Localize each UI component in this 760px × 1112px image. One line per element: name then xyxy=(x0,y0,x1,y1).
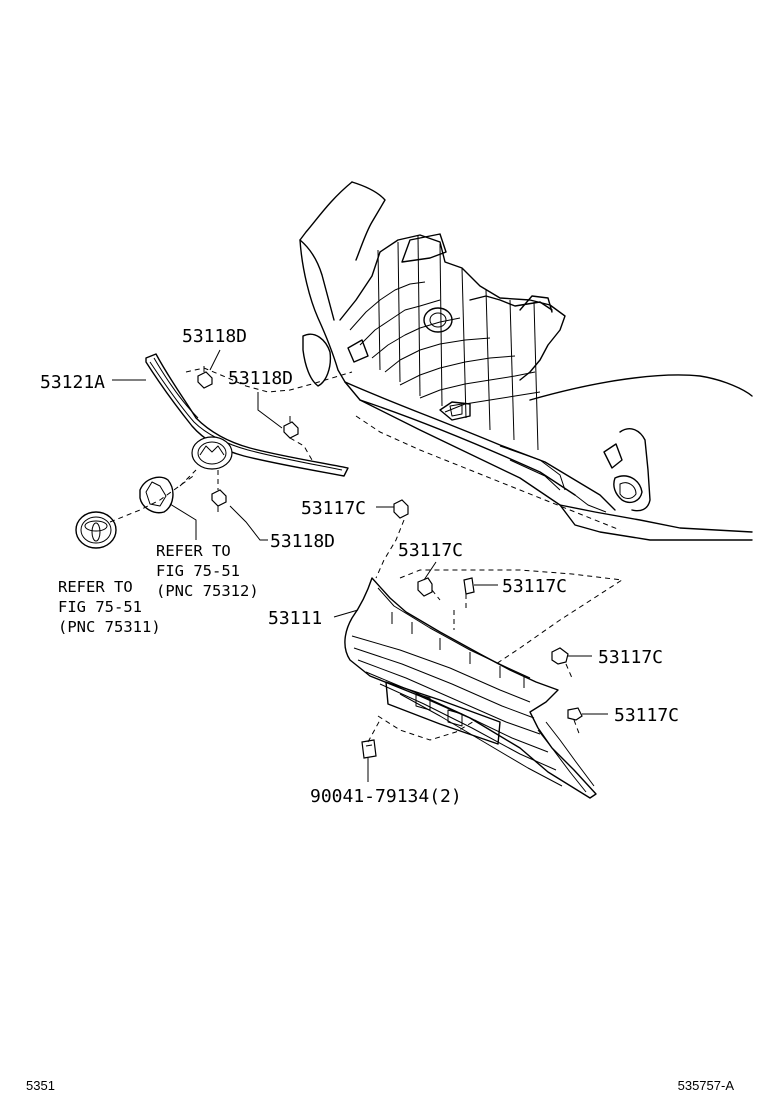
ref1-line1: REFER TO xyxy=(156,542,231,560)
label-90041: 90041-79134(2) xyxy=(310,786,462,807)
footer-page-code: 5351 xyxy=(26,1078,55,1093)
emblem-base-drawing xyxy=(139,476,174,514)
label-53118d-low: 53118D xyxy=(270,531,335,552)
ref2-line3: (PNC 75311) xyxy=(58,618,161,636)
reference-note-75311: REFER TO FIG 75-51 (PNC 75311) xyxy=(58,578,161,636)
clip-53117c-e-drawing xyxy=(567,707,583,721)
part-labels: 53118D 53121A 53118D 53117C 53118D 53117… xyxy=(40,326,679,807)
label-53117c-a: 53117C xyxy=(301,498,366,519)
label-53118d-top: 53118D xyxy=(182,326,247,347)
ref2-line1: REFER TO xyxy=(58,578,133,596)
lower-grille-53111-drawing xyxy=(344,577,597,799)
upper-grille-53121a-drawing xyxy=(145,353,349,477)
clip-53117c-a-drawing xyxy=(393,499,409,519)
label-53111: 53111 xyxy=(268,608,322,629)
footer-illustration-number: 535757-A xyxy=(678,1078,735,1093)
label-53117c-e: 53117C xyxy=(614,705,679,726)
label-53117c-b: 53117C xyxy=(398,540,463,561)
clip-53117c-b-drawing xyxy=(417,577,433,597)
label-53117c-c: 53117C xyxy=(502,576,567,597)
emblem-logo-drawing xyxy=(75,511,117,549)
assembly-dashed-lines xyxy=(109,367,624,743)
clip-53118d-mid-drawing xyxy=(283,416,299,439)
label-53121a: 53121A xyxy=(40,372,105,393)
clip-53117c-c-drawing xyxy=(463,577,475,595)
label-53117c-d: 53117C xyxy=(598,647,663,668)
nut-90041-drawing xyxy=(361,739,377,759)
footer: 5351 535757-A xyxy=(26,1078,734,1093)
clip-53118d-top-drawing xyxy=(197,366,213,389)
ref1-line2: FIG 75-51 xyxy=(156,562,240,580)
clip-53118d-low-drawing xyxy=(211,489,227,512)
ref1-line3: (PNC 75312) xyxy=(156,582,259,600)
reference-note-75312: REFER TO FIG 75-51 (PNC 75312) xyxy=(156,542,259,600)
clip-53117c-d-drawing xyxy=(551,647,569,665)
bumper-assembly-drawing xyxy=(299,181,753,541)
label-53118d-mid: 53118D xyxy=(228,368,293,389)
ref2-line2: FIG 75-51 xyxy=(58,598,142,616)
leader-lines xyxy=(112,349,608,782)
